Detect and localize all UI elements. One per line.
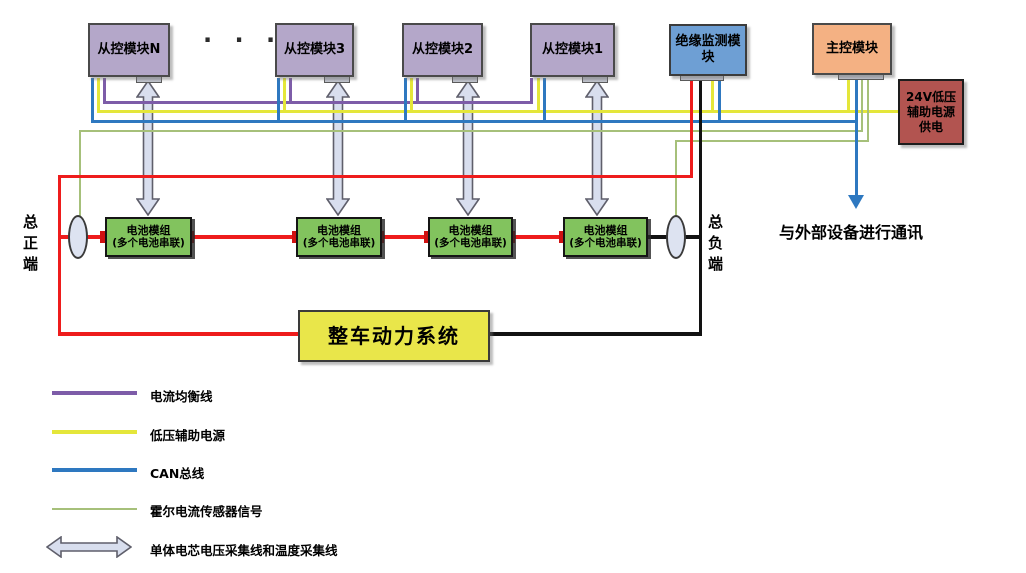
slave-n-connector-tab (136, 76, 162, 83)
slave-1-balance-drop (530, 78, 533, 104)
aux-24v-line3: 供电 (918, 119, 943, 134)
negative-main-vertical (699, 76, 702, 336)
battery-terminal-nub (100, 231, 106, 243)
legend-hall-label: 霍尔电流传感器信号 (150, 504, 263, 519)
battery-terminal-nub (424, 231, 430, 243)
vehicle-power-system: 整车动力系统 (298, 310, 490, 362)
master-control-module: 主控模块 (812, 23, 892, 75)
can-bus-line (92, 120, 858, 123)
slave-module-3: 从控模块3 (275, 23, 354, 77)
slave-1-connector-tab (582, 76, 608, 83)
aux-power-bus-line (98, 110, 898, 113)
balance-bus-line (104, 101, 533, 104)
battery-module-title: 电池模组 (317, 223, 361, 237)
master-aux-drop (847, 75, 850, 113)
external-comm-arrowhead (848, 195, 864, 209)
insulation-aux-drop (711, 76, 714, 113)
battery-module-4: 电池模组 (多个电池串联) (563, 217, 648, 257)
insulation-monitor-module: 绝缘监测模块 (669, 24, 747, 76)
battery-module-title: 电池模组 (583, 223, 628, 237)
legend-hall-sample (52, 508, 137, 510)
external-comm-caption: 与外部设备进行通讯 (779, 223, 924, 242)
slave-3-connector-tab (324, 76, 350, 83)
battery-terminal-nub (559, 231, 565, 243)
slave-1-aux-drop (537, 78, 540, 113)
slave-module-3-label: 从控模块3 (283, 41, 346, 57)
aux-24v-power-module: 24V低压 辅助电源 供电 (898, 79, 964, 145)
voltage-temp-collect-arrow-4 (585, 80, 609, 216)
black-to-power-system (490, 332, 702, 336)
aux-24v-line1: 24V低压 (906, 89, 956, 104)
slave-module-2-label: 从控模块2 (411, 41, 474, 57)
red-link-battery3-4 (513, 235, 563, 239)
voltage-temp-collect-arrow-3 (456, 80, 480, 216)
slave-3-aux-drop (283, 78, 286, 113)
battery-terminal-nub (292, 231, 298, 243)
legend-can-label: CAN总线 (150, 466, 205, 481)
legend-collect-label: 单体电芯电压采集线和温度采集线 (150, 543, 338, 558)
battery-module-2: 电池模组 (多个电池串联) (296, 217, 382, 257)
hall-sensor-negative (666, 215, 686, 259)
legend-aux-label: 低压辅助电源 (150, 428, 226, 443)
slave-2-balance-drop (416, 78, 419, 104)
legend-balance-label: 电流均衡线 (150, 389, 213, 404)
ellipsis-dots: · · · (203, 26, 283, 54)
red-link-battery2-3 (382, 235, 428, 239)
slave-1-can-drop (543, 78, 546, 123)
legend-can-sample (52, 468, 137, 472)
positive-terminal-label: 总正端 (21, 214, 39, 277)
hall-right-vertical (675, 140, 677, 218)
slave-module-1: 从控模块1 (530, 23, 615, 77)
battery-module-subtitle: (多个电池串联) (569, 237, 642, 250)
slave-3-can-drop (277, 78, 280, 123)
slave-n-aux-drop (97, 78, 100, 113)
vehicle-power-system-label: 整车动力系统 (328, 323, 460, 348)
battery-module-subtitle: (多个电池串联) (112, 237, 185, 250)
voltage-temp-collect-arrow-1 (136, 80, 160, 216)
hall-sensor-positive (68, 215, 88, 259)
battery-module-1: 电池模组 (多个电池串联) (105, 217, 192, 257)
slave-2-connector-tab (452, 76, 478, 83)
legend-aux-sample (52, 430, 137, 434)
external-comm-arrow-shaft (855, 75, 858, 196)
battery-module-subtitle: (多个电池串联) (434, 237, 507, 250)
slave-module-1-label: 从控模块1 (541, 41, 604, 57)
hall-signal-line-right (675, 140, 869, 142)
slave-3-balance-drop (289, 78, 292, 104)
voltage-temp-collect-arrow-2 (326, 80, 350, 216)
battery-module-3: 电池模组 (多个电池串联) (428, 217, 513, 257)
slave-module-2: 从控模块2 (402, 23, 483, 77)
slave-module-n-label: 从控模块N (97, 41, 161, 57)
master-hall-drop-1 (861, 75, 863, 132)
positive-main-vertical (58, 175, 61, 335)
battery-module-title: 电池模组 (448, 223, 493, 237)
master-control-label: 主控模块 (825, 40, 878, 56)
slave-n-can-drop (91, 78, 94, 123)
insulation-can-drop (718, 76, 721, 123)
slave-n-balance-drop (103, 78, 106, 104)
slave-2-aux-drop (410, 78, 413, 113)
hall-signal-line-left (79, 130, 863, 132)
battery-module-subtitle: (多个电池串联) (302, 237, 376, 250)
slave-module-n: 从控模块N (88, 23, 170, 77)
legend-balance-sample (52, 391, 137, 395)
battery-module-title: 电池模组 (126, 223, 171, 237)
red-link-battery1-2 (192, 235, 296, 239)
slave-2-can-drop (404, 78, 407, 123)
red-top-horizontal (58, 175, 693, 178)
insulation-red-drop (690, 76, 693, 178)
red-to-power-system (58, 332, 298, 336)
negative-terminal-label: 总负端 (706, 214, 724, 277)
master-hall-drop-2 (867, 75, 869, 142)
legend-collect-arrow-sample (46, 536, 132, 558)
aux-24v-line2: 辅助电源 (906, 104, 955, 119)
hall-left-vertical (79, 130, 81, 218)
insulation-monitor-label: 绝缘监测模块 (675, 33, 741, 65)
